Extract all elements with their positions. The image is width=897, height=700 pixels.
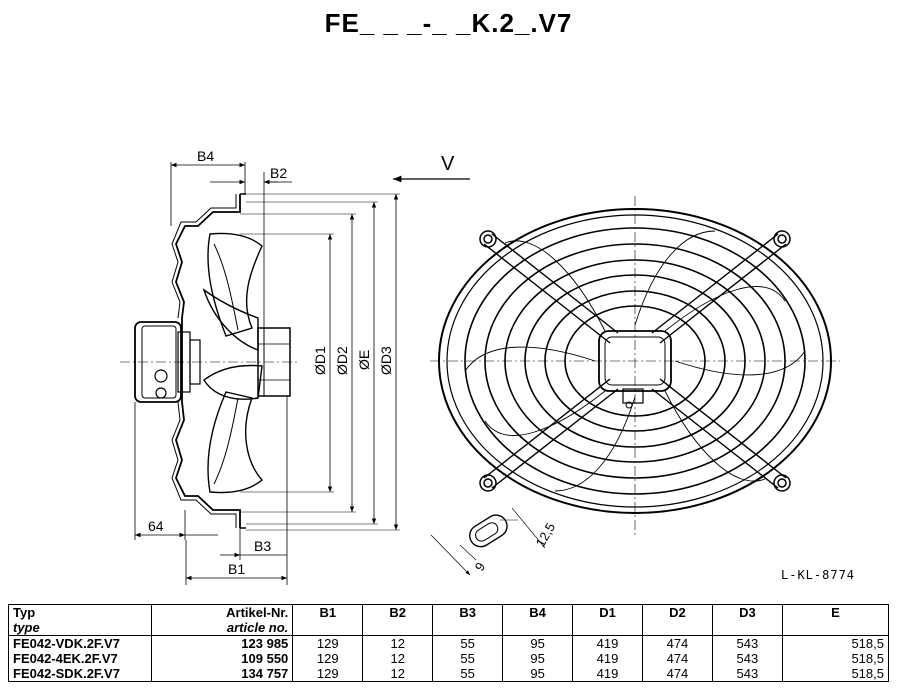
header-artikel: Artikel-Nr. article no.: [151, 604, 294, 636]
label-64: 64: [148, 518, 164, 534]
cell-b3: 55: [432, 635, 504, 651]
front-view: [430, 196, 840, 536]
cell-b1: 129: [292, 666, 364, 682]
cell-type: FE042-4EK.2F.V7: [7, 651, 153, 666]
cell-b2: 12: [362, 666, 434, 682]
label-b2: B2: [270, 165, 287, 181]
header-b3: B3: [432, 604, 504, 636]
cell-type: FE042-SDK.2F.V7: [7, 666, 153, 682]
cell-article: 123 985: [151, 635, 294, 651]
header-b1: B1: [292, 604, 364, 636]
table-header-row: Typ type Artikel-Nr. article no. B1 B2 B…: [7, 604, 890, 636]
dimension-table: Typ type Artikel-Nr. article no. B1 B2 B…: [7, 604, 890, 682]
cell-type: FE042-VDK.2F.V7: [7, 635, 153, 651]
header-d2: D2: [641, 604, 713, 636]
cell-d2: 474: [641, 635, 713, 651]
header-typ: Typ type: [7, 604, 153, 636]
blade-mid-lower: [203, 364, 263, 400]
cell-d1: 419: [572, 666, 643, 682]
cell-d3: 543: [711, 651, 783, 666]
table-row: FE042-4EK.2F.V7 109 550 129 12 55 95 419…: [7, 651, 890, 666]
label-b1: B1: [228, 561, 245, 577]
cell-e: 518,5: [781, 651, 890, 666]
side-dimensions: [134, 162, 470, 585]
label-b3: B3: [254, 538, 271, 554]
label-b4: B4: [197, 148, 214, 164]
header-e: E: [781, 604, 890, 636]
header-d3: D3: [711, 604, 783, 636]
technical-drawing: B4 B2 V ØD1 ØD2 ØE ØD3 64 B3 B1 12,5 9: [120, 148, 840, 585]
cell-b4: 95: [502, 666, 574, 682]
label-d3: ØD3: [378, 346, 394, 375]
cell-e: 518,5: [781, 635, 890, 651]
header-b4: B4: [502, 604, 574, 636]
cell-d2: 474: [641, 666, 713, 682]
blade-mid-upper: [202, 288, 259, 351]
header-d1: D1: [572, 604, 643, 636]
table-row: FE042-VDK.2F.V7 123 985 129 12 55 95 419…: [7, 635, 890, 651]
cell-e: 518,5: [781, 666, 890, 682]
guard-ring-outer: [438, 208, 832, 514]
cell-b3: 55: [432, 651, 504, 666]
cell-b2: 12: [362, 651, 434, 666]
cell-b2: 12: [362, 635, 434, 651]
hub-plate: [598, 330, 672, 392]
label-slot-12-5: 12,5: [533, 520, 559, 549]
cell-article: 134 757: [151, 666, 294, 682]
cell-d1: 419: [572, 651, 643, 666]
drawing-reference: L-KL-8774: [781, 568, 856, 582]
cell-b1: 129: [292, 651, 364, 666]
guard-profile: [175, 194, 241, 528]
cell-b1: 129: [292, 635, 364, 651]
cell-article: 109 550: [151, 651, 294, 666]
drawing-title: FE_ _ _-_ _K.2_.V7: [324, 8, 573, 38]
slot-detail: [430, 507, 546, 576]
cell-b4: 95: [502, 635, 574, 651]
cell-d1: 419: [572, 635, 643, 651]
blade-lower: [207, 391, 264, 494]
label-d1: ØD1: [312, 346, 328, 375]
label-v: V: [441, 153, 455, 175]
label-e: ØE: [356, 350, 372, 370]
cell-b4: 95: [502, 651, 574, 666]
cell-d3: 543: [711, 635, 783, 651]
cell-b3: 55: [432, 666, 504, 682]
cell-d2: 474: [641, 651, 713, 666]
blade-upper: [207, 232, 263, 337]
label-slot-9: 9: [472, 560, 489, 574]
label-d2: ØD2: [334, 346, 350, 375]
table-row: FE042-SDK.2F.V7 134 757 129 12 55 95 419…: [7, 666, 890, 682]
header-b2: B2: [362, 604, 434, 636]
side-view: [120, 193, 300, 529]
cell-d3: 543: [711, 666, 783, 682]
